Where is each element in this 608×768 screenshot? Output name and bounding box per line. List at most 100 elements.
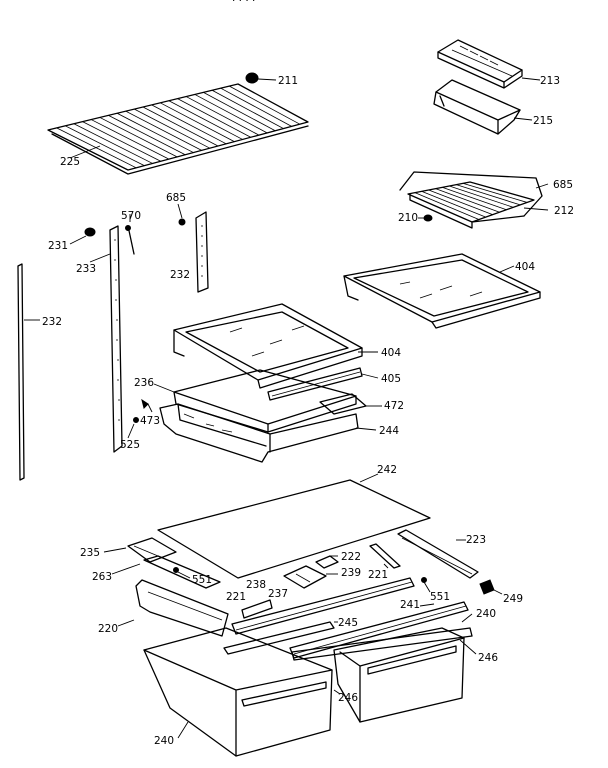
part-570-screw [125, 214, 135, 255]
wire-rod [211, 89, 284, 129]
part-244-crisper-cover [159, 403, 377, 463]
wire-rod [435, 188, 500, 213]
wire-rod [65, 125, 145, 166]
callout-labels: 211 213 215 225 685 685 570 210 212 231 … [42, 75, 574, 747]
callout-233: 233 [76, 263, 96, 275]
wire-rod [116, 112, 194, 153]
part-242-glass-panel [157, 473, 431, 579]
callout-220: 220 [98, 623, 118, 635]
wire-rod [449, 185, 514, 208]
callout-232-left: 232 [42, 316, 62, 328]
part-225-wire-shelf [47, 83, 309, 175]
callout-246-left: 246 [338, 692, 358, 704]
callout-472: 472 [384, 400, 404, 412]
part-222-bracket [315, 555, 339, 569]
callout-241: 241 [400, 599, 420, 611]
callout-213: 213 [540, 75, 560, 87]
part-405-shelf-trim [267, 367, 379, 401]
part-239-bracket [283, 565, 338, 589]
part-551-screw-left [173, 567, 191, 579]
callout-245: 245 [338, 617, 358, 629]
part-220-drawer-frame [117, 579, 229, 637]
part-215-ice-bin [433, 79, 533, 135]
callout-525: 525 [120, 439, 140, 451]
part-238-clip [241, 599, 273, 619]
callout-551-right: 551 [430, 591, 450, 603]
callout-211: 211 [278, 75, 298, 87]
part-212-freezer-shelf [399, 171, 549, 229]
part-525-screw [127, 417, 139, 439]
part-404-glass-shelf-upper [343, 253, 541, 329]
part-685-screw [177, 203, 186, 226]
part-232-shelf-bracket-upper [195, 211, 209, 293]
part-213-ice-cube-tray [437, 39, 541, 89]
callout-240-lower: 240 [154, 735, 174, 747]
wire-rod [462, 182, 528, 203]
header-fragment: · · · · [232, 0, 255, 7]
callout-685-screw: 685 [166, 192, 186, 204]
part-240-drawer-left [143, 627, 333, 757]
callout-222: 222 [341, 551, 361, 563]
callout-570: 570 [121, 210, 141, 222]
wire-rod [160, 102, 235, 142]
callout-221-right: 221 [368, 569, 388, 581]
callout-235: 235 [80, 547, 100, 559]
part-231-grommet [69, 227, 96, 245]
part-240-drawer-right [333, 613, 473, 723]
callout-685-shelf: 685 [553, 179, 573, 191]
wire-rod [108, 115, 186, 156]
callout-551-left: 551 [192, 574, 212, 586]
wire-rod [177, 98, 251, 138]
callout-246-right: 246 [478, 652, 498, 664]
wire-rod [142, 106, 219, 147]
part-232-shelf-rail-left [17, 263, 40, 481]
callout-210: 210 [398, 212, 418, 224]
callout-405: 405 [381, 373, 401, 385]
callout-225: 225 [60, 156, 80, 168]
wire-rod [185, 96, 260, 136]
wire-rod [442, 186, 507, 211]
callout-242: 242 [377, 464, 397, 476]
callout-236: 236 [134, 377, 154, 389]
callout-240-upper: 240 [476, 608, 496, 620]
part-263-trim [111, 555, 221, 589]
part-233-shelf-rail [89, 225, 123, 453]
wire-rod [168, 100, 243, 140]
callout-249: 249 [503, 593, 523, 605]
callout-238: 238 [246, 579, 266, 591]
callout-263: 263 [92, 571, 112, 583]
wire-rod [229, 85, 301, 125]
callout-231: 231 [48, 240, 68, 252]
part-249-clip [479, 579, 503, 595]
wire-rod [428, 189, 493, 216]
wire-rod [91, 119, 170, 160]
callout-223: 223 [466, 534, 486, 546]
part-235-shelf-rail-left [103, 537, 177, 563]
part-472-slide [319, 393, 382, 415]
callout-212: 212 [554, 205, 574, 217]
part-221-rail-right [369, 543, 401, 569]
callout-244: 244 [379, 425, 399, 437]
part-246-handle-right [291, 627, 477, 661]
callout-473: 473 [140, 415, 160, 427]
part-551-screw-right [421, 577, 431, 593]
callout-404-lower: 404 [381, 347, 401, 359]
callout-221-left: 221 [226, 591, 246, 603]
wire-rod [203, 92, 276, 132]
wire-rod [134, 108, 211, 149]
wire-rod [99, 117, 178, 158]
wire-rod [151, 104, 227, 145]
part-404-glass-shelf-lower [173, 303, 378, 389]
wire-rod [82, 121, 161, 162]
callout-237: 237 [268, 588, 288, 600]
wire-rod [421, 190, 486, 218]
wire-rod [414, 192, 480, 220]
wire-rod [220, 87, 292, 127]
callout-404-upper: 404 [515, 261, 535, 273]
callout-239: 239 [341, 567, 361, 579]
wire-rod [125, 110, 202, 151]
part-473-clip [141, 398, 153, 413]
part-246-handle-left [333, 689, 341, 695]
wire-rod [456, 184, 521, 206]
